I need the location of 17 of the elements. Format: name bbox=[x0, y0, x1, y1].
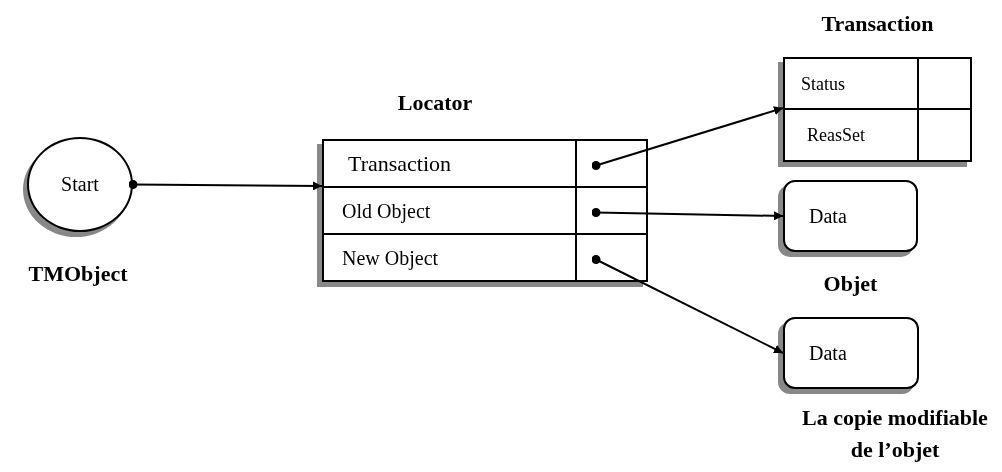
node-label: TMObject bbox=[27, 260, 129, 288]
arrow bbox=[591, 106, 784, 170]
node-label: Start bbox=[61, 173, 99, 196]
field-name: Status bbox=[801, 73, 845, 94]
field-name: New Object bbox=[342, 246, 439, 269]
node-label: Data bbox=[809, 204, 847, 228]
table-title: Transaction bbox=[820, 11, 935, 37]
arrow bbox=[591, 208, 784, 221]
table-title: Locator bbox=[396, 90, 474, 116]
arrow bbox=[128, 180, 323, 191]
node-label: Data bbox=[809, 341, 847, 365]
field-name: Transaction bbox=[348, 150, 452, 177]
node-label: La copie modifiable de l’objet bbox=[801, 404, 989, 464]
node-label: Objet bbox=[822, 270, 879, 298]
field-name: Old Object bbox=[342, 199, 431, 222]
arrow bbox=[591, 255, 784, 354]
field-name: ReasSet bbox=[807, 124, 865, 146]
